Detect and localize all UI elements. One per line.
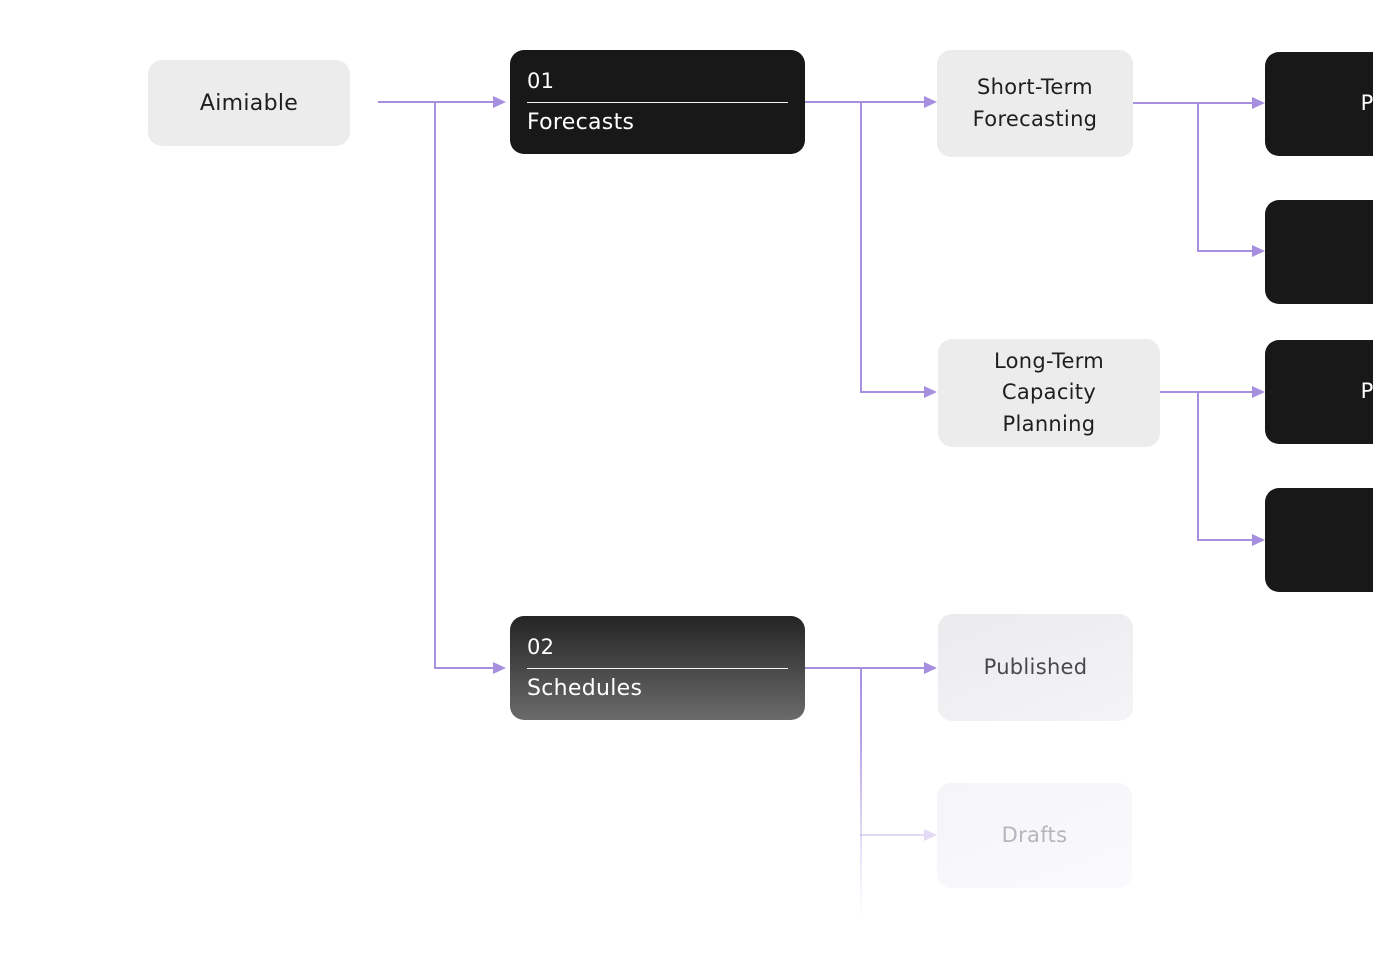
node-long-term-capacity-planning[interactable]: Long-Term Capacity Planning	[938, 339, 1160, 447]
arrowhead-icon	[1252, 97, 1265, 109]
edge-longterm-child2-hline	[1197, 539, 1252, 541]
node-short-term-child-published[interactable]: Published	[1265, 52, 1373, 156]
node-forecasts-label: Forecasts	[527, 110, 635, 135]
edge-root-schedules-hline	[434, 667, 493, 669]
arrowhead-icon	[493, 662, 506, 674]
arrowhead-icon	[493, 96, 506, 108]
node-published[interactable]: Published	[938, 614, 1133, 721]
node-short-term-forecasting[interactable]: Short-Term Forecasting	[937, 50, 1133, 157]
edge-root-branch-vline	[434, 101, 436, 669]
node-schedules-label: Schedules	[527, 676, 643, 701]
node-drafts-label: Drafts	[1001, 822, 1068, 847]
node-long-term-child-published[interactable]: Published	[1265, 340, 1373, 444]
arrowhead-icon	[1252, 386, 1265, 398]
arrowhead-icon	[924, 662, 937, 674]
arrowhead-icon	[924, 96, 937, 108]
node-aimiable[interactable]: Aimiable	[148, 60, 350, 146]
edge-shortterm-child2-hline	[1197, 250, 1252, 252]
node-long-term-label: Long-Term Capacity Planning	[993, 348, 1105, 436]
node-drafts[interactable]: Drafts	[937, 783, 1132, 888]
arrowhead-icon	[1252, 245, 1265, 257]
edge-forecasts-longterm-hline	[860, 391, 924, 393]
arrowhead-icon	[924, 386, 937, 398]
node-long-term-child-2[interactable]	[1265, 488, 1373, 592]
node-published-label: Published	[983, 654, 1088, 679]
edge-schedules-drafts-hline	[860, 834, 924, 836]
edge-shortterm-child1-hline	[1133, 102, 1252, 104]
edge-shortterm-branch-vline	[1197, 102, 1199, 252]
edge-schedules-branch-vline-fading	[860, 667, 862, 917]
edge-longterm-branch-vline	[1197, 391, 1199, 540]
edge-schedules-published-hline	[805, 667, 924, 669]
node-schedules-number: 02	[527, 635, 555, 659]
node-short-term-label: Short-Term Forecasting	[972, 75, 1098, 131]
edge-forecasts-branch-vline	[860, 101, 862, 393]
node-long-term-child-published-label: Published	[1360, 379, 1373, 404]
arrowhead-icon	[1252, 534, 1265, 546]
node-short-term-child-published-label: Published	[1360, 91, 1373, 116]
node-schedules[interactable]: 02 Schedules	[510, 616, 805, 720]
divider-line	[527, 668, 788, 669]
divider-line	[527, 102, 788, 103]
node-short-term-child-2[interactable]	[1265, 200, 1373, 304]
node-aimiable-label: Aimiable	[199, 90, 299, 116]
edge-longterm-child1-hline	[1160, 391, 1252, 393]
node-forecasts[interactable]: 01 Forecasts	[510, 50, 805, 154]
edge-forecasts-shortterm-hline	[805, 101, 924, 103]
arrowhead-icon	[924, 829, 937, 841]
node-forecasts-number: 01	[527, 69, 555, 93]
